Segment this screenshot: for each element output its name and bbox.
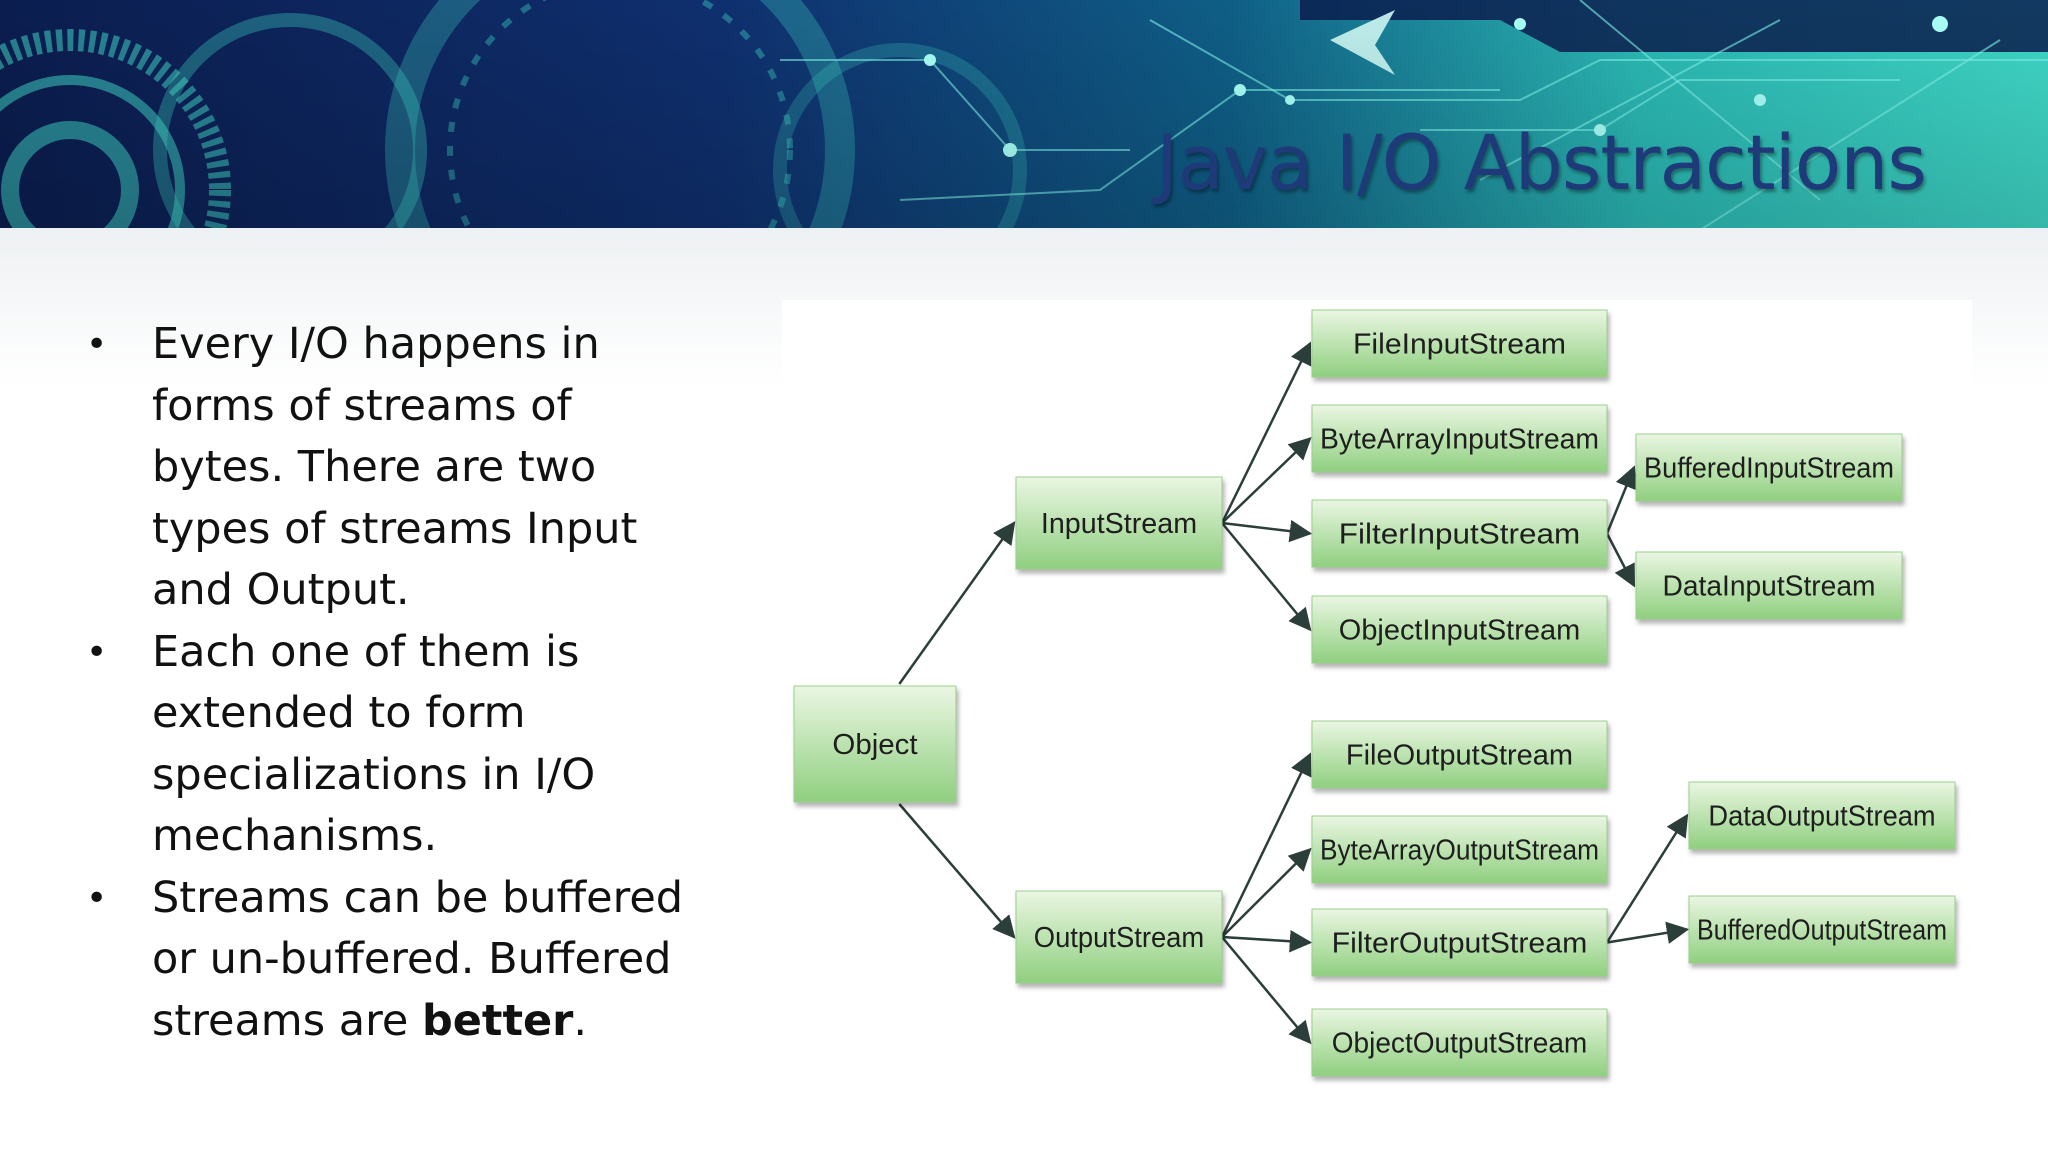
node-label: FilterInputStream bbox=[1339, 519, 1580, 551]
node-layer: ObjectInputStreamOutputStreamFileInputSt… bbox=[793, 309, 1956, 1077]
node-label: ObjectOutputStream bbox=[1332, 1028, 1588, 1060]
edge-filos-to-dos bbox=[1605, 813, 1689, 944]
node-box bbox=[1311, 595, 1608, 664]
node-label: ObjectInputStream bbox=[1339, 615, 1580, 647]
bullet-dot-icon: • bbox=[86, 877, 108, 919]
node-fos: FileOutputStream bbox=[1311, 720, 1608, 789]
node-box bbox=[1311, 499, 1608, 568]
node-label: FilterOutputStream bbox=[1332, 928, 1588, 960]
node-filos: FilterOutputStream bbox=[1311, 908, 1608, 977]
slide-title: Java I/O Abstractions bbox=[1155, 118, 1927, 207]
node-label: BufferedOutputStream bbox=[1697, 915, 1947, 947]
node-label: ByteArrayOutputStream bbox=[1320, 835, 1599, 867]
edge-output-to-oos bbox=[1221, 936, 1312, 1045]
node-label: OutputStream bbox=[1034, 922, 1204, 954]
node-fis: FileInputStream bbox=[1311, 309, 1608, 378]
node-dis: DataInputStream bbox=[1635, 551, 1903, 620]
node-box bbox=[1311, 720, 1608, 789]
node-label: DataOutputStream bbox=[1708, 801, 1935, 833]
node-baos: ByteArrayOutputStream bbox=[1311, 815, 1608, 884]
node-output: OutputStream bbox=[1015, 890, 1223, 984]
edge-input-to-ois bbox=[1221, 522, 1312, 632]
node-ois: ObjectInputStream bbox=[1311, 595, 1608, 664]
node-filis: FilterInputStream bbox=[1311, 499, 1608, 568]
node-bos: BufferedOutputStream bbox=[1688, 895, 1956, 964]
edge-layer bbox=[898, 341, 1690, 1045]
bullet-item: • Streams can be buffered or un-buffered… bbox=[72, 868, 712, 1053]
bullet-emphasis: better bbox=[421, 995, 574, 1046]
edge-input-to-bais bbox=[1221, 436, 1312, 524]
node-dos: DataOutputStream bbox=[1688, 781, 1956, 850]
node-box bbox=[793, 685, 957, 803]
node-box bbox=[1688, 781, 1956, 850]
edge-filis-to-dis bbox=[1605, 532, 1636, 588]
bullet-text: Streams can be buffered or un-buffered. … bbox=[152, 872, 684, 1046]
node-label: Object bbox=[832, 729, 917, 761]
bullet-item: • Each one of them is extended to form s… bbox=[72, 622, 712, 868]
node-object: Object bbox=[793, 685, 957, 803]
node-label: DataInputStream bbox=[1663, 571, 1876, 603]
edge-object-to-input bbox=[898, 521, 1016, 685]
edge-input-to-fis bbox=[1220, 341, 1312, 524]
edge-output-to-fos bbox=[1220, 752, 1312, 938]
header-banner bbox=[0, 0, 2048, 232]
node-box bbox=[1311, 309, 1608, 378]
node-label: FileInputStream bbox=[1353, 329, 1566, 361]
node-box bbox=[1015, 890, 1223, 984]
node-box bbox=[1635, 551, 1903, 620]
bullet-dot-icon: • bbox=[86, 631, 108, 673]
bullet-list: • Every I/O happens in forms of streams … bbox=[72, 314, 712, 1052]
bullet-text-end: . bbox=[573, 995, 588, 1046]
node-box bbox=[1311, 1008, 1608, 1077]
bullet-item: • Every I/O happens in forms of streams … bbox=[72, 314, 712, 622]
node-label: InputStream bbox=[1041, 508, 1197, 540]
node-box bbox=[1311, 404, 1608, 473]
edge-output-to-filos bbox=[1221, 930, 1313, 953]
edge-input-to-filis bbox=[1221, 519, 1313, 543]
node-label: ByteArrayInputStream bbox=[1320, 424, 1599, 456]
node-oos: ObjectOutputStream bbox=[1311, 1008, 1608, 1077]
node-box bbox=[1311, 908, 1608, 977]
edge-output-to-baos bbox=[1221, 847, 1312, 938]
node-bais: ByteArrayInputStream bbox=[1311, 404, 1608, 473]
node-label: BufferedInputStream bbox=[1644, 453, 1894, 485]
banner-artwork bbox=[0, 0, 2048, 232]
edge-filis-to-bis bbox=[1605, 465, 1637, 534]
node-box bbox=[1311, 815, 1608, 884]
bullet-text: Each one of them is extended to form spe… bbox=[152, 626, 596, 862]
node-box bbox=[1015, 476, 1223, 570]
node-input: InputStream bbox=[1015, 476, 1223, 570]
node-label: FileOutputStream bbox=[1346, 740, 1573, 772]
bullet-dot-icon: • bbox=[86, 324, 108, 365]
edge-object-to-output bbox=[898, 803, 1016, 939]
node-box bbox=[1688, 895, 1956, 964]
edge-filos-to-bos bbox=[1606, 921, 1690, 944]
node-bis: BufferedInputStream bbox=[1635, 433, 1903, 502]
bullet-text: Every I/O happens in forms of streams of… bbox=[152, 319, 638, 615]
hierarchy-svg: ObjectInputStreamOutputStreamFileInputSt… bbox=[793, 309, 1956, 1077]
node-box bbox=[1635, 433, 1903, 502]
